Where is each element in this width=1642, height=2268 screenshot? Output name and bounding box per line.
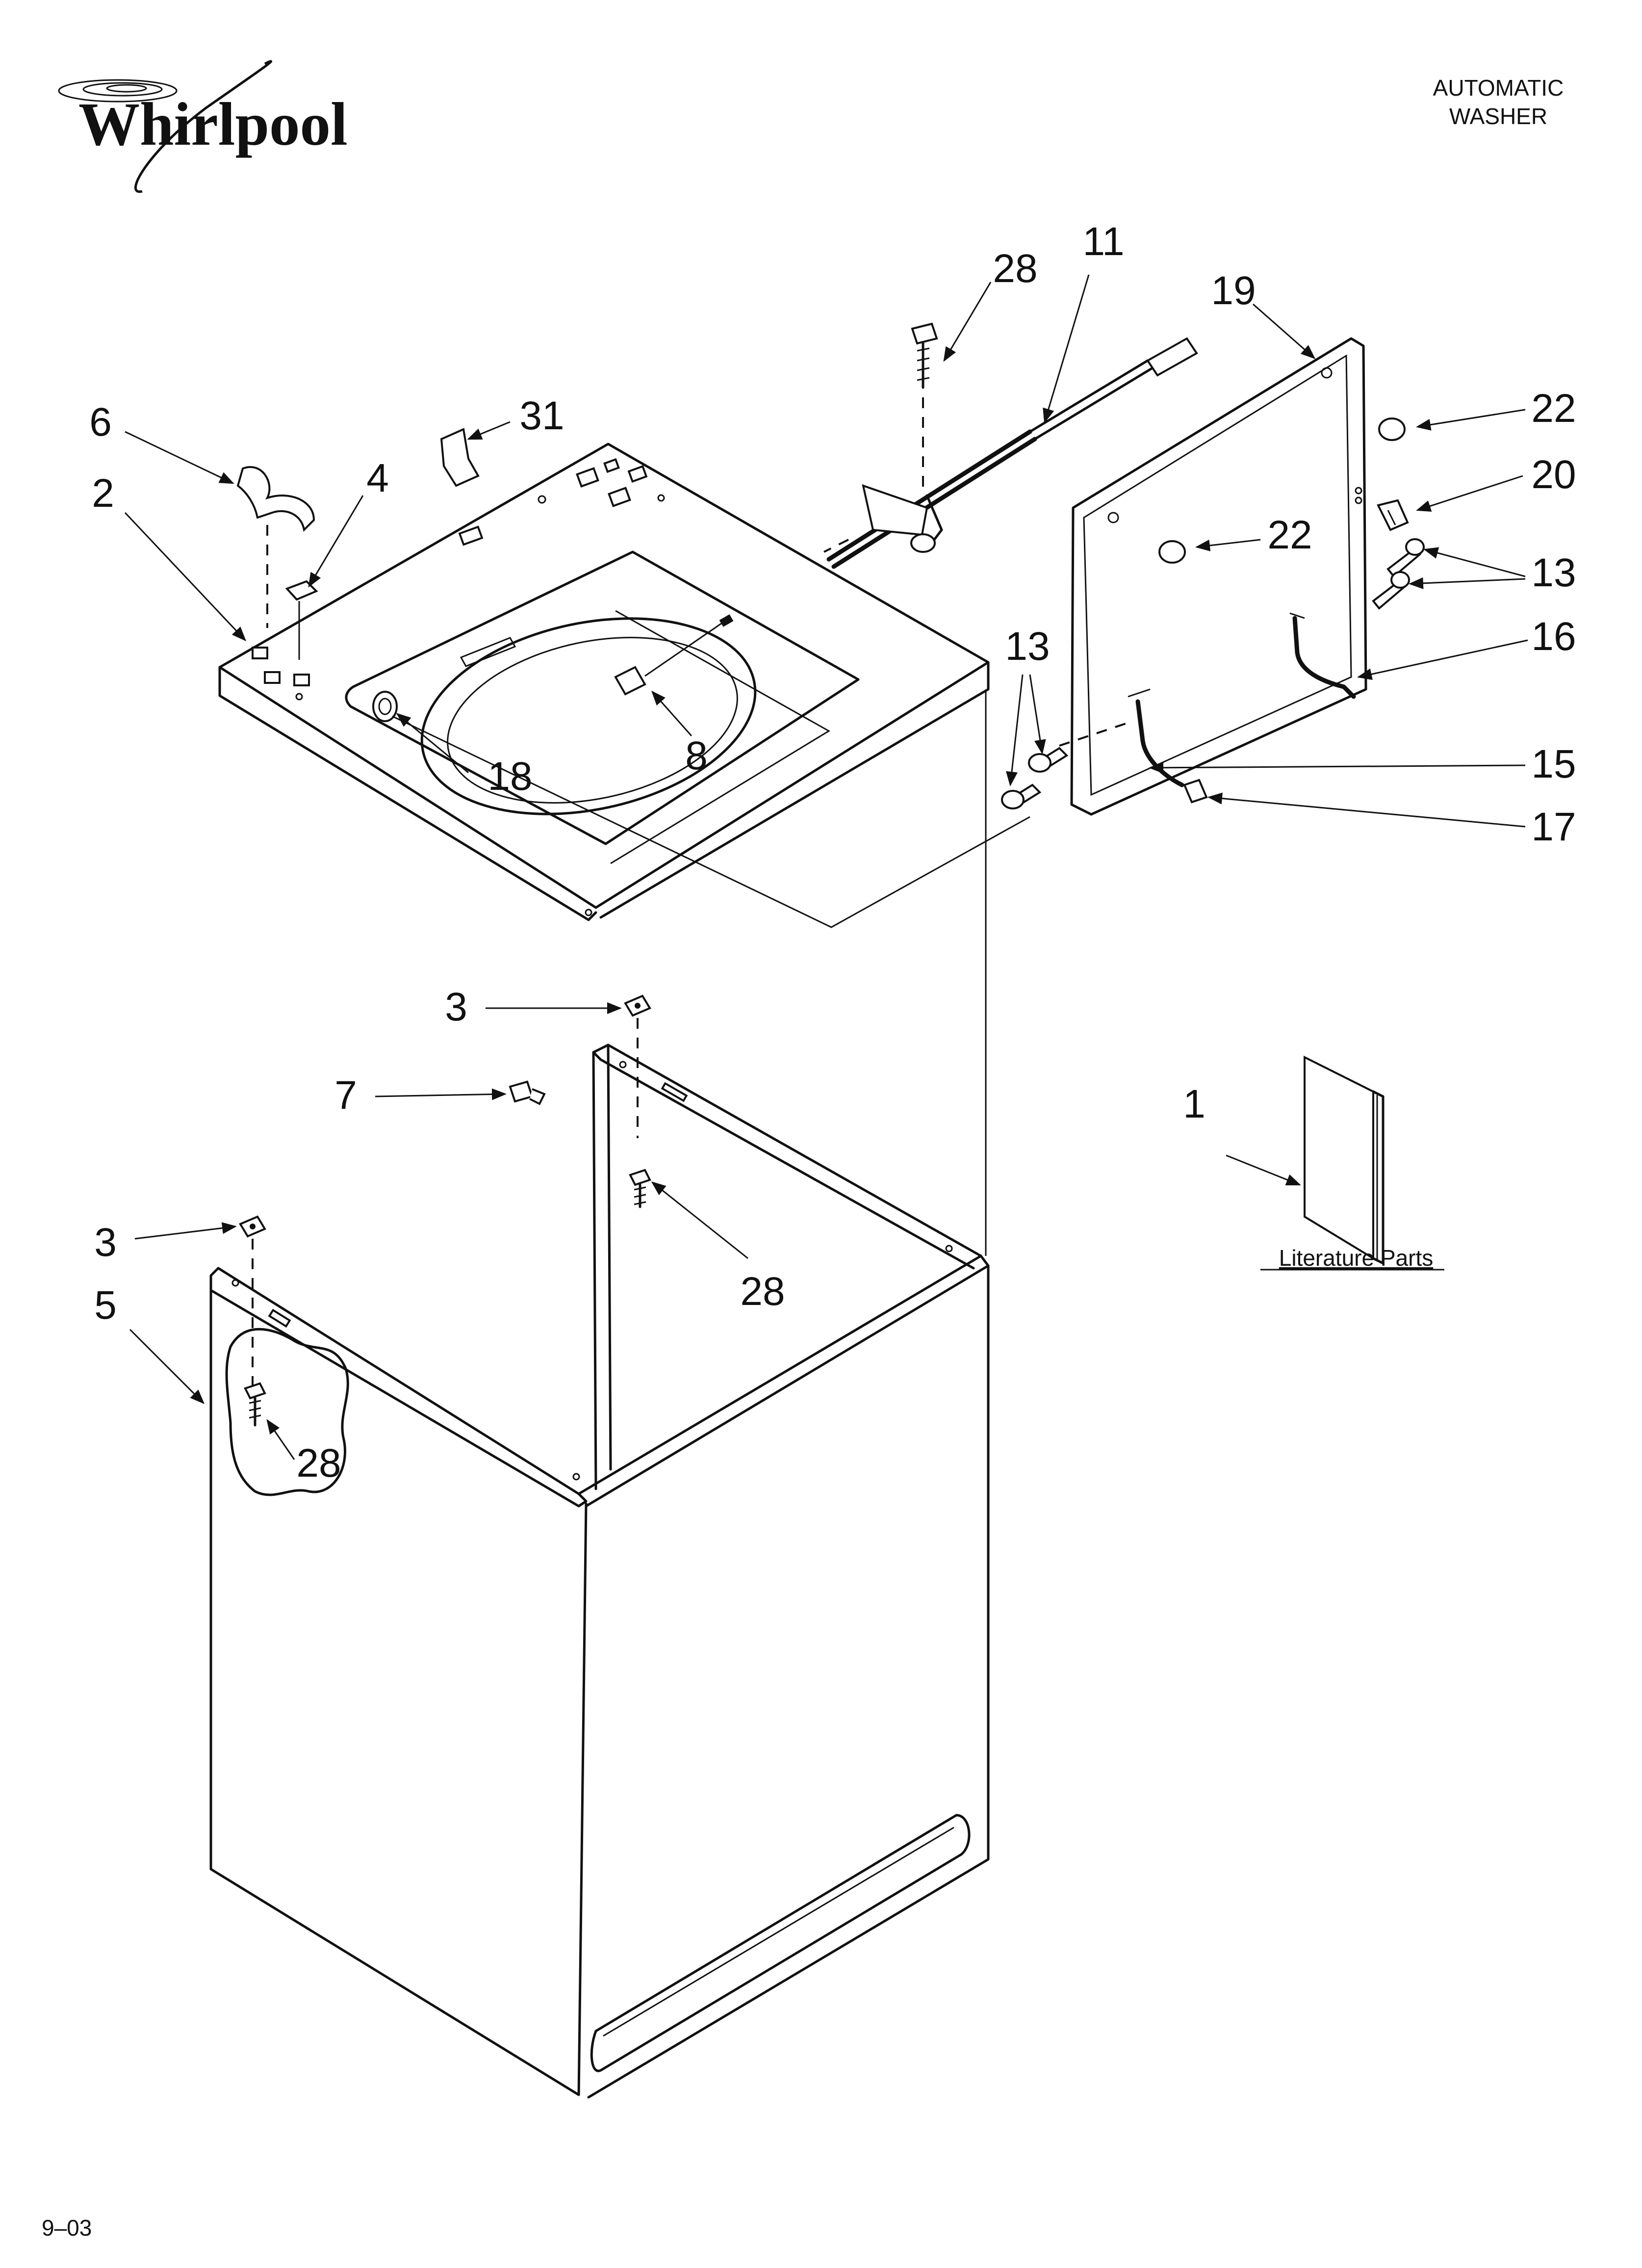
callout-13-left: 13	[1005, 624, 1050, 669]
part-11-wire-harness	[823, 337, 1198, 569]
part-15-hose	[1128, 688, 1184, 787]
part-28-top-screw	[911, 322, 938, 491]
literature-caption: Literature Parts	[1279, 1245, 1433, 1271]
callout-28-low: 28	[296, 1441, 341, 1486]
callout-28-mid: 28	[740, 1269, 785, 1314]
callout-22-right: 22	[1531, 386, 1576, 431]
callout-11: 11	[1082, 219, 1124, 264]
callout-8: 8	[685, 733, 708, 778]
part-5-cabinet	[209, 1043, 990, 2099]
part-3-clip-lower	[239, 1215, 266, 1388]
part-7-screw	[509, 1080, 546, 1105]
callout-6: 6	[89, 400, 112, 444]
callout-22-mid: 22	[1267, 513, 1312, 557]
callout-15: 15	[1531, 742, 1576, 786]
callout-17: 17	[1531, 805, 1576, 849]
callout-13-right: 13	[1531, 550, 1576, 595]
part-1-literature	[1304, 1055, 1385, 1265]
callout-3-lower: 3	[94, 1220, 117, 1265]
part-16-hose	[1289, 612, 1356, 699]
callout-4: 4	[366, 456, 389, 500]
callout-1: 1	[1183, 1082, 1206, 1126]
header-line-2: WASHER	[1449, 104, 1547, 129]
footer-code: 9–03	[42, 2215, 92, 2241]
callout-18: 18	[487, 754, 532, 799]
callout-16: 16	[1531, 614, 1576, 659]
part-6-clamp	[236, 466, 315, 628]
callout-3-upper: 3	[445, 985, 467, 1029]
part-17-fitting	[1183, 779, 1208, 804]
callout-5: 5	[94, 1283, 117, 1328]
part-3-clip-upper	[624, 994, 651, 1138]
part-13-screws-right	[1372, 538, 1425, 610]
callout-20: 20	[1531, 452, 1576, 497]
part-19-console-frame	[1070, 337, 1367, 816]
callout-19: 19	[1211, 268, 1256, 313]
callout-31: 31	[519, 393, 564, 438]
washer-top	[218, 443, 990, 921]
header-line-1: AUTOMATIC	[1433, 75, 1564, 101]
part-28-low-screw	[244, 1382, 266, 1427]
brand-wordmark: Whirlpool	[78, 91, 348, 158]
leader-lines	[124, 274, 1528, 1460]
part-22-bumper-right	[1378, 417, 1406, 441]
callout-7: 7	[334, 1073, 357, 1118]
part-22-bumper-mid	[1158, 540, 1186, 564]
part-18-fitting	[372, 691, 1030, 928]
part-31-clip	[440, 428, 480, 487]
part-13-screws-left	[1001, 720, 1133, 809]
callout-2: 2	[92, 471, 114, 516]
part-28-mid-screw	[629, 1169, 651, 1208]
whirlpool-logo: Whirlpool	[58, 60, 348, 193]
part-20-clip	[1377, 499, 1409, 531]
part-8-screw	[614, 614, 734, 696]
callout-28-top: 28	[993, 246, 1037, 291]
